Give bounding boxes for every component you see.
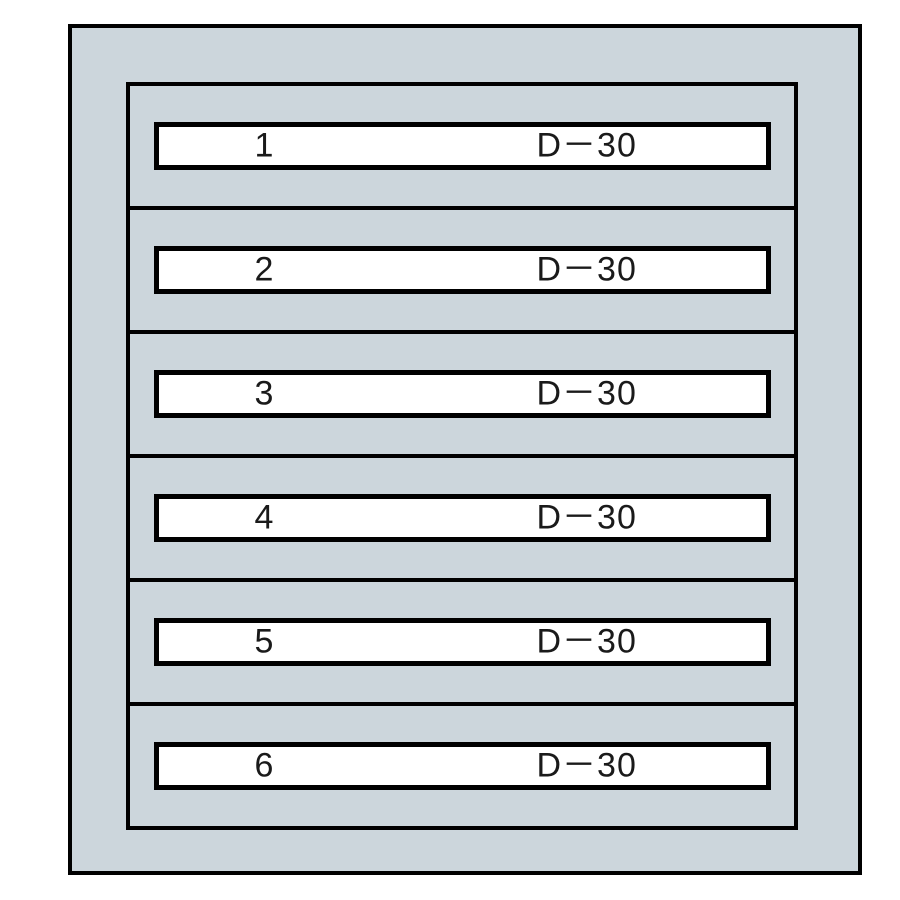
slot-code: D－30	[536, 622, 637, 661]
slot-code: D－30	[536, 374, 637, 413]
slot-number: 2	[254, 250, 274, 289]
compartment-row[interactable]: 6 D－30	[130, 706, 794, 826]
compartment-row[interactable]: 2 D－30	[130, 210, 794, 334]
compartment-row[interactable]: 4 D－30	[130, 458, 794, 582]
compartment-row[interactable]: 5 D－30	[130, 582, 794, 706]
slot-code: D－30	[536, 746, 637, 785]
cabinet-outer-frame: 1 D－30 2 D－30 3 D－30 4 D－30	[68, 24, 862, 875]
cabinet-inner-panel: 1 D－30 2 D－30 3 D－30 4 D－30	[126, 82, 798, 830]
compartment-row[interactable]: 3 D－30	[130, 334, 794, 458]
slot-number: 1	[254, 126, 274, 165]
slot-number: 6	[254, 746, 274, 785]
slot-code: D－30	[536, 498, 637, 537]
slot-code: D－30	[536, 126, 637, 165]
nameplate[interactable]: 6 D－30	[153, 742, 771, 790]
compartment-row[interactable]: 1 D－30	[130, 86, 794, 210]
slot-number: 4	[254, 498, 274, 537]
nameplate[interactable]: 4 D－30	[153, 494, 771, 542]
nameplate[interactable]: 2 D－30	[153, 246, 771, 294]
slot-number: 3	[254, 374, 274, 413]
slot-code: D－30	[536, 250, 637, 289]
nameplate[interactable]: 1 D－30	[153, 122, 771, 170]
nameplate[interactable]: 5 D－30	[153, 618, 771, 666]
nameplate[interactable]: 3 D－30	[153, 370, 771, 418]
slot-number: 5	[254, 622, 274, 661]
